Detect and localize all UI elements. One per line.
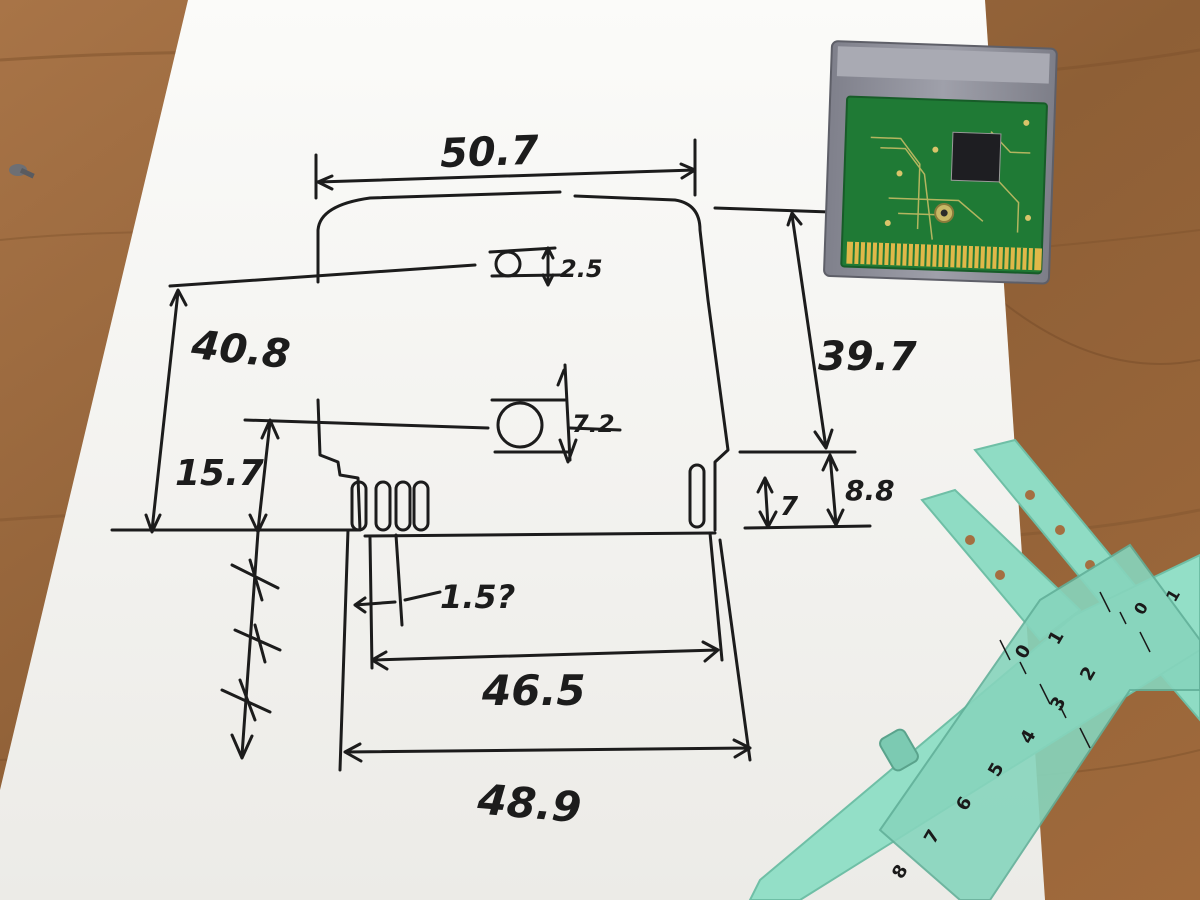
dim-outer-width: 48.9 [475,774,584,832]
dim-slot-gap: 1.5? [440,578,515,616]
sketch-drawing [110,138,872,772]
paper-sheet [0,0,1045,900]
caliper-vernier-slider [878,543,1200,900]
dim-lower-left: 15.7 [175,453,264,494]
dim-top-width: 50.7 [439,128,539,177]
dim-notch-total: 8.8 [845,474,895,507]
dim-right-height: 39.7 [818,334,917,380]
dim-inner-width: 46.5 [481,666,586,715]
dim-center-hole: 7.2 [572,410,615,438]
caliper-thumb-wheel [879,728,919,772]
pcb-chip [950,131,1002,183]
game-cartridge [823,40,1058,285]
dim-top-hole: 2.5 [560,255,603,283]
screw [9,164,35,179]
caliper-scale-ticks [999,591,1151,749]
dim-small-notch: 7 [780,492,799,522]
dimension-labels: 50.7 2.5 40.8 39.7 7.2 15.7 7 8.8 1.5? 4… [175,128,917,833]
dim-left-height: 40.8 [188,322,292,378]
